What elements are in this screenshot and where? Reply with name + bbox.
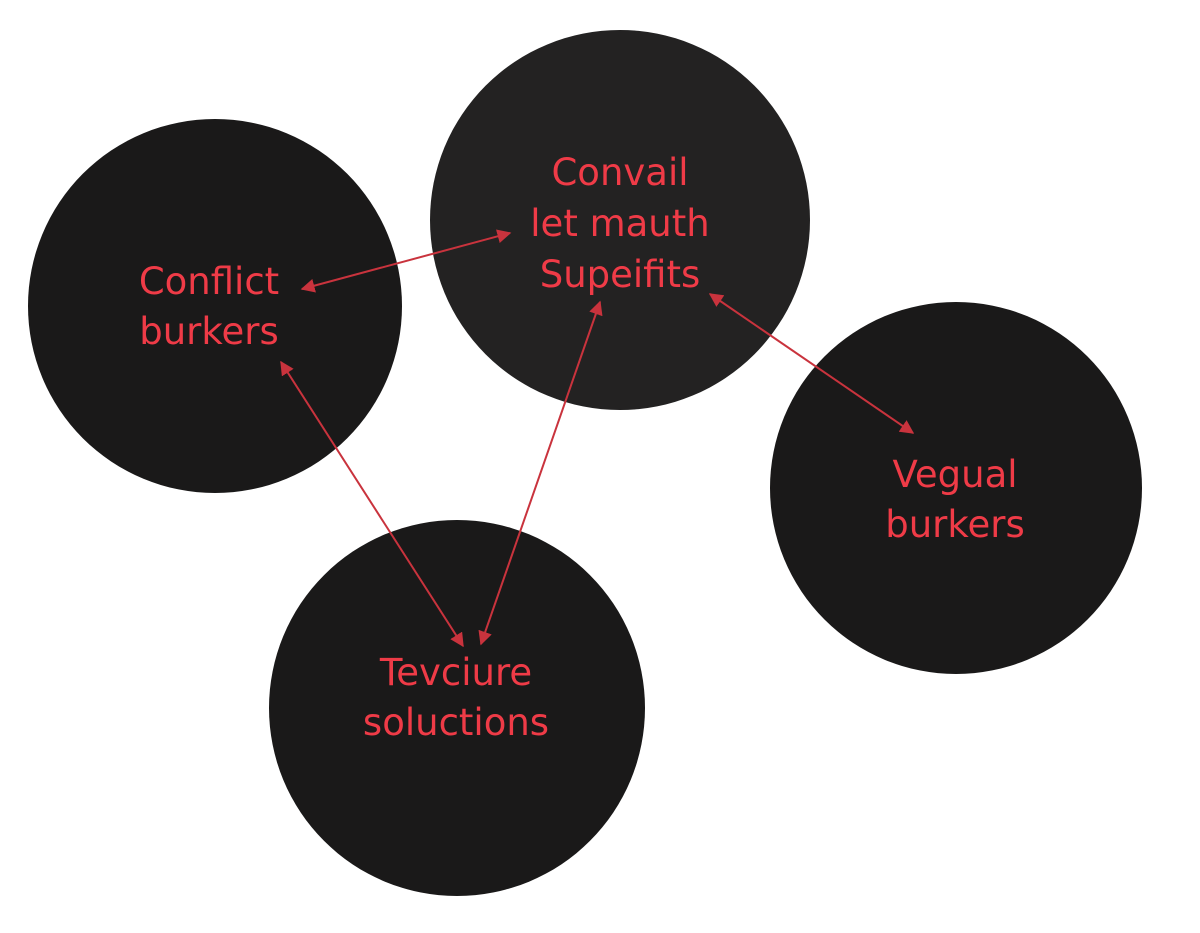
node-convail-line3: Supeifits bbox=[540, 253, 701, 296]
node-conflict-line2: burkers bbox=[139, 310, 279, 353]
connector-convail-vegual bbox=[708, 293, 915, 434]
node-tevciure-label: Tevciure soluctions bbox=[363, 651, 549, 744]
node-convail-label: Convail let mauth Supeifits bbox=[530, 151, 709, 296]
node-conflict-circle bbox=[28, 119, 402, 493]
node-vegual-label: Vegual burkers bbox=[885, 453, 1025, 546]
connector-convail-tevciure bbox=[478, 300, 603, 646]
node-conflict-label: Conflict burkers bbox=[139, 260, 279, 353]
connector-conflict-convail bbox=[300, 229, 512, 293]
node-tevciure-line2: soluctions bbox=[363, 701, 549, 744]
node-conflict-line1: Conflict bbox=[139, 260, 279, 303]
node-convail-line1: Convail bbox=[551, 151, 688, 194]
node-vegual-line2: burkers bbox=[885, 503, 1025, 546]
connector-conflict-tevciure bbox=[280, 360, 464, 648]
node-vegual-line1: Vegual bbox=[892, 453, 1017, 496]
node-convail-line2: let mauth bbox=[530, 202, 709, 245]
node-tevciure-line1: Tevciure bbox=[379, 651, 532, 694]
